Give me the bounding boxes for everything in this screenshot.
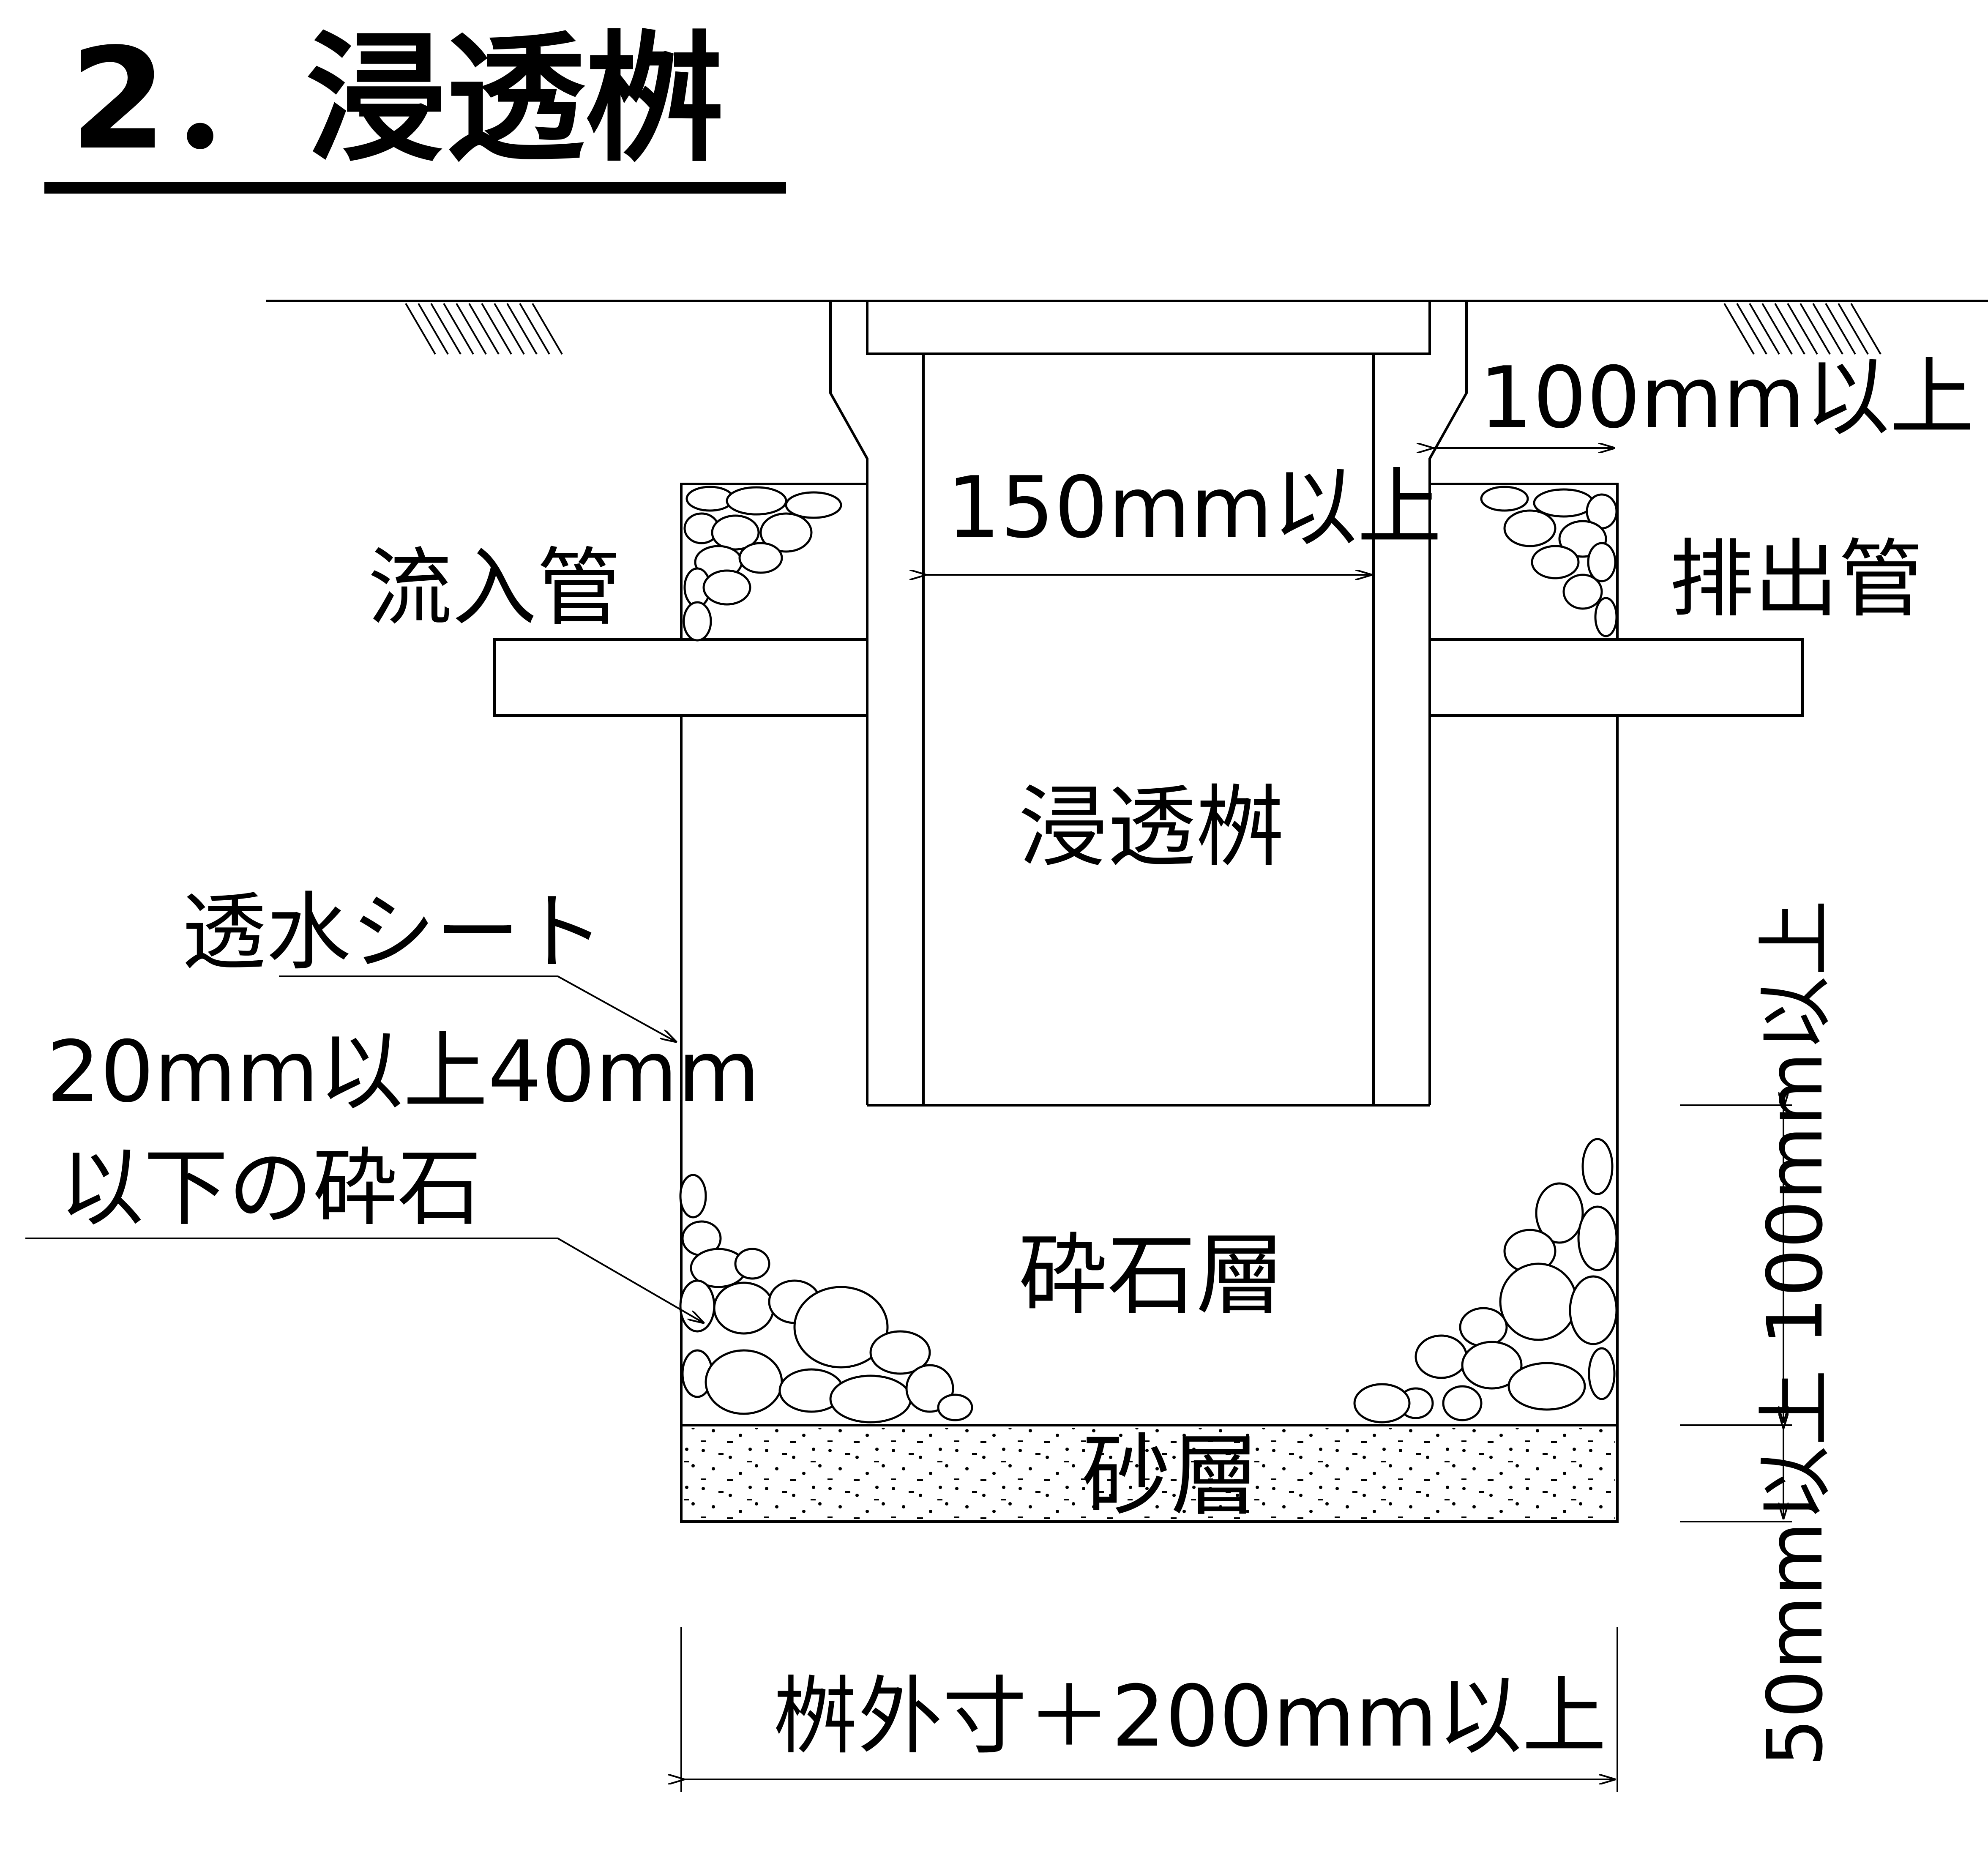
page-title: 2．浸透桝 bbox=[70, 18, 725, 180]
inflow-pipe bbox=[493, 638, 868, 717]
basin-lid bbox=[866, 300, 1431, 355]
ground-hatch-right bbox=[1723, 303, 1882, 355]
label-permeable-sheet: 透水シート bbox=[182, 883, 604, 982]
leader-permeable-sheet bbox=[279, 975, 676, 1042]
label-trench-width: 桝外寸＋200mm以上 bbox=[773, 1667, 1606, 1766]
title-underline bbox=[44, 182, 786, 194]
ground-hatch-left bbox=[405, 303, 563, 355]
label-pipe-wall-min: 100mm以上 bbox=[1479, 349, 1974, 447]
label-gravel-layer: 砕石層 bbox=[1019, 1224, 1285, 1327]
trench-outline bbox=[680, 716, 1619, 1523]
top-gravel-right bbox=[1430, 483, 1619, 639]
label-gravel-size-line1: 20mm以上40mm bbox=[46, 1023, 760, 1121]
label-sand-layer: 砂層 bbox=[1082, 1424, 1259, 1528]
label-inner-width-min: 150mm以上 bbox=[947, 459, 1442, 557]
top-gravel-left bbox=[680, 483, 867, 639]
sand-layer bbox=[684, 1428, 1615, 1519]
label-inflow-pipe: 流入管 bbox=[368, 539, 621, 637]
leader-gravel-size bbox=[25, 1238, 704, 1323]
label-vertical-depths: 50mm以上 100mm以上 bbox=[1751, 900, 1840, 1767]
gravel-stones bbox=[679, 486, 1618, 1424]
basin-wall-left bbox=[829, 301, 868, 1105]
outflow-pipe bbox=[1428, 638, 1804, 717]
label-gravel-size-line2: 以下の砕石 bbox=[59, 1139, 482, 1238]
label-catch-basin: 浸透桝 bbox=[1019, 776, 1285, 879]
basin-wall-right bbox=[1428, 301, 1468, 1105]
label-outflow-pipe: 排出管 bbox=[1669, 530, 1923, 629]
